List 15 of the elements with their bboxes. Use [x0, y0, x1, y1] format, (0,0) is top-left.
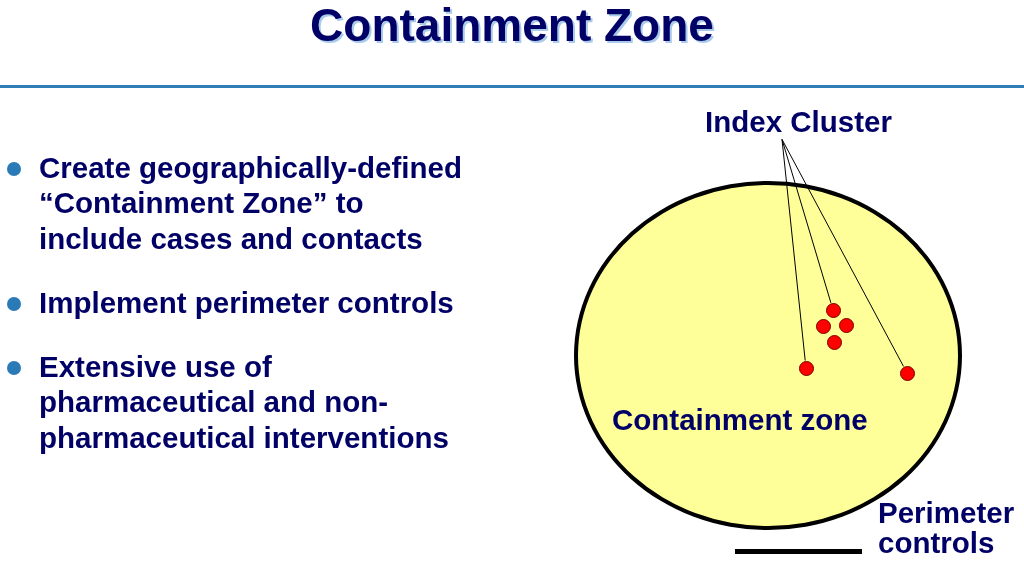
- dot-marker: [826, 334, 842, 350]
- callout-label: Index Cluster: [705, 104, 892, 140]
- leader-line: [781, 138, 904, 367]
- bullet-text: Extensive use of pharmaceutical and non-pharmaceutical interventions: [39, 349, 450, 456]
- bullet-text: Create geographically-defined “Containment Zone” to include cases and contacts: [39, 150, 463, 257]
- dot-marker: [899, 365, 915, 381]
- legend-label: Perimeter controls: [878, 498, 1016, 558]
- bullet-text: Implement perimeter controls: [39, 285, 455, 321]
- dot-marker: [815, 318, 831, 334]
- leader-line: [781, 138, 806, 361]
- slide-title: Containment Zone: [310, 2, 714, 48]
- zone-label: Containment zone: [612, 402, 868, 438]
- dot-marker: [825, 302, 841, 318]
- dot-marker: [838, 317, 854, 333]
- dot-marker: [798, 360, 814, 376]
